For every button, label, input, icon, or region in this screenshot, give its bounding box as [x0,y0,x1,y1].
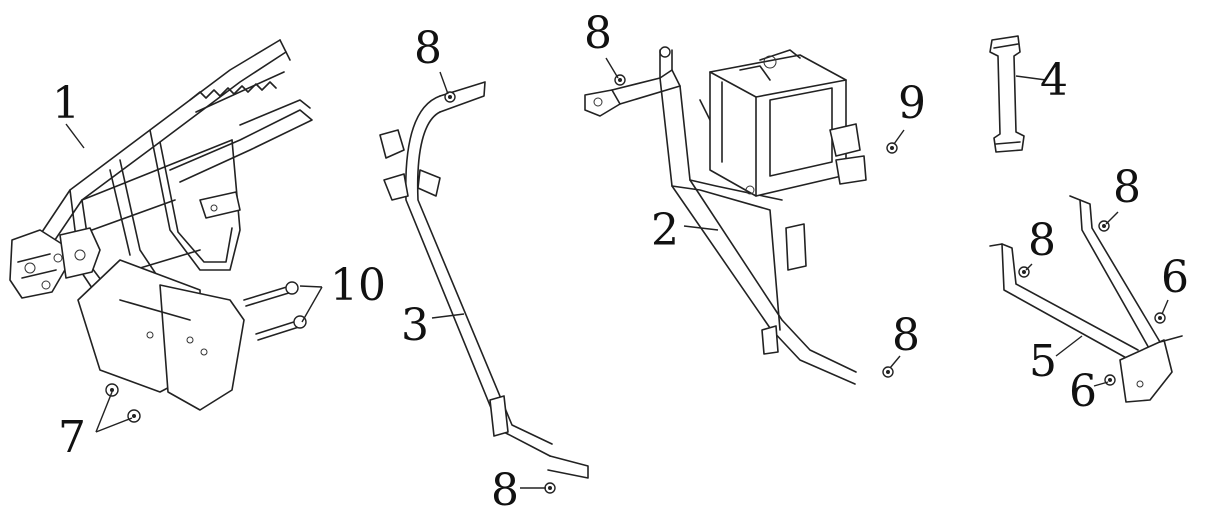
callout-3: 3 [401,300,429,351]
callout-7: 7 [58,412,86,463]
callout-8-part5-upper: 8 [1113,162,1141,213]
callout-6-lower: 6 [1069,366,1097,417]
callout-labels: 1 10 7 3 8 8 8 9 2 8 4 8 8 6 5 6 [52,8,1189,516]
nut-6-upper [1154,312,1166,324]
callout-8-part3-top: 8 [414,23,442,74]
part-4-strap [989,35,1025,153]
nut-9 [886,142,898,154]
part-3-bracket [379,81,589,494]
nut-6-lower [1104,374,1116,386]
nut-8-part3-bottom [544,482,556,494]
callout-4: 4 [1040,55,1068,106]
callout-2: 2 [651,205,679,256]
callout-8-part2-top: 8 [584,8,612,59]
callout-8-part2-bottom: 8 [892,310,920,361]
callout-9: 9 [898,78,926,129]
bolt-10-lower [255,315,307,341]
leader-lines [65,57,1169,489]
nut-8-part3-top [444,91,456,103]
callout-8-part3-bottom: 8 [491,465,519,516]
callout-6-upper: 6 [1161,252,1189,303]
part-1-main-frame [9,39,313,423]
callout-8-part5-lower: 8 [1028,215,1056,266]
bolt-10-upper [243,281,299,307]
nut-7-upper [105,383,119,397]
part-2-battery-bracket [584,46,898,385]
callout-5: 5 [1029,336,1057,387]
nut-7-lower [127,409,141,423]
part-5-rear-stay [989,195,1183,403]
callout-10: 10 [330,260,386,311]
callout-1: 1 [52,78,80,129]
nut-8-part2-bottom [882,366,894,378]
